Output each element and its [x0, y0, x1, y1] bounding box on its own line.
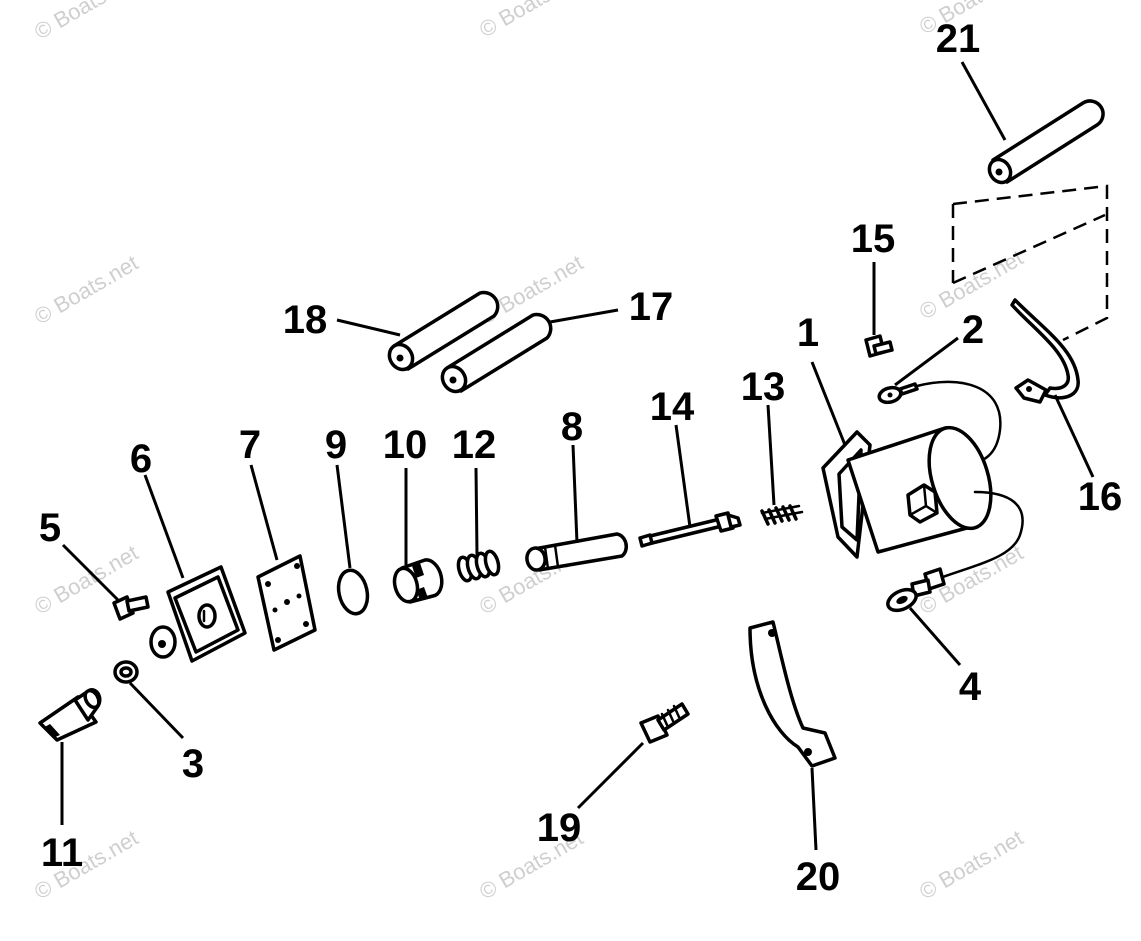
watermark: © Boats.net	[30, 0, 142, 44]
part-7-gasket	[256, 554, 317, 652]
callout-21: 21	[936, 17, 981, 61]
watermark: © Boats.net	[30, 250, 142, 329]
dashed-assembly-outline	[951, 184, 1109, 342]
callout-12: 12	[452, 423, 497, 467]
callout-17: 17	[629, 285, 674, 329]
leader-6	[143, 474, 185, 579]
part-3-washer	[113, 660, 139, 684]
part-18-tube	[387, 290, 500, 372]
callout-11: 11	[41, 831, 83, 875]
callout-9: 9	[325, 423, 347, 467]
part-11-elbow	[38, 688, 102, 742]
callout-3: 3	[182, 742, 204, 786]
leader-19	[576, 741, 645, 810]
callout-5: 5	[39, 506, 61, 550]
callout-10: 10	[383, 423, 428, 467]
part-15-screw	[864, 334, 894, 358]
leader-21	[960, 61, 1007, 141]
callout-8: 8	[561, 405, 583, 449]
callout-4: 4	[959, 665, 982, 709]
part-21-sleeve	[987, 99, 1105, 185]
part-17-tube	[440, 312, 553, 394]
callout-2: 2	[962, 308, 984, 352]
callout-14: 14	[650, 385, 695, 429]
callout-16: 16	[1078, 475, 1123, 519]
leader-20	[810, 767, 818, 851]
callout-1: 1	[797, 311, 819, 355]
part-14-plunger	[638, 511, 742, 548]
leader-7	[249, 464, 279, 561]
part-16-strap	[1010, 298, 1080, 404]
leader-4	[908, 607, 962, 666]
part-8-sleeve	[525, 532, 628, 572]
leader-8	[571, 444, 579, 544]
callout-labels: 21 18 17 15 1 2 16 13 14 8 12 10 9 7 6 5…	[39, 17, 1122, 899]
callout-7: 7	[239, 423, 261, 467]
part-20-bracket	[748, 620, 837, 768]
leader-lines	[60, 61, 1095, 851]
part-9-disc	[336, 568, 370, 616]
callout-19: 19	[537, 806, 582, 850]
callout-15: 15	[851, 217, 896, 261]
leader-14	[674, 424, 692, 528]
callout-20: 20	[796, 855, 841, 899]
part-4-wire-lead	[886, 490, 1024, 613]
leader-5	[61, 543, 120, 602]
leader-13	[766, 404, 776, 506]
leader-12	[474, 467, 479, 556]
part-13-spring	[760, 504, 804, 526]
callout-18: 18	[283, 298, 328, 342]
part-10-retainer	[392, 558, 444, 604]
leader-2	[894, 336, 959, 387]
leader-18	[336, 318, 401, 337]
leader-3	[128, 681, 185, 740]
part-12-spring	[456, 549, 501, 583]
leader-16	[1053, 394, 1095, 478]
part-19-screw	[639, 702, 690, 744]
part-1-solenoid	[821, 425, 993, 559]
part-5-screw	[112, 595, 150, 621]
part-6-cover	[149, 565, 247, 663]
leader-17	[549, 308, 619, 324]
callout-13: 13	[741, 365, 786, 409]
watermark: © Boats.net	[475, 0, 587, 42]
callout-6: 6	[130, 437, 152, 481]
leader-9	[335, 464, 352, 569]
watermark: © Boats.net	[915, 825, 1027, 904]
leader-1	[810, 361, 847, 446]
